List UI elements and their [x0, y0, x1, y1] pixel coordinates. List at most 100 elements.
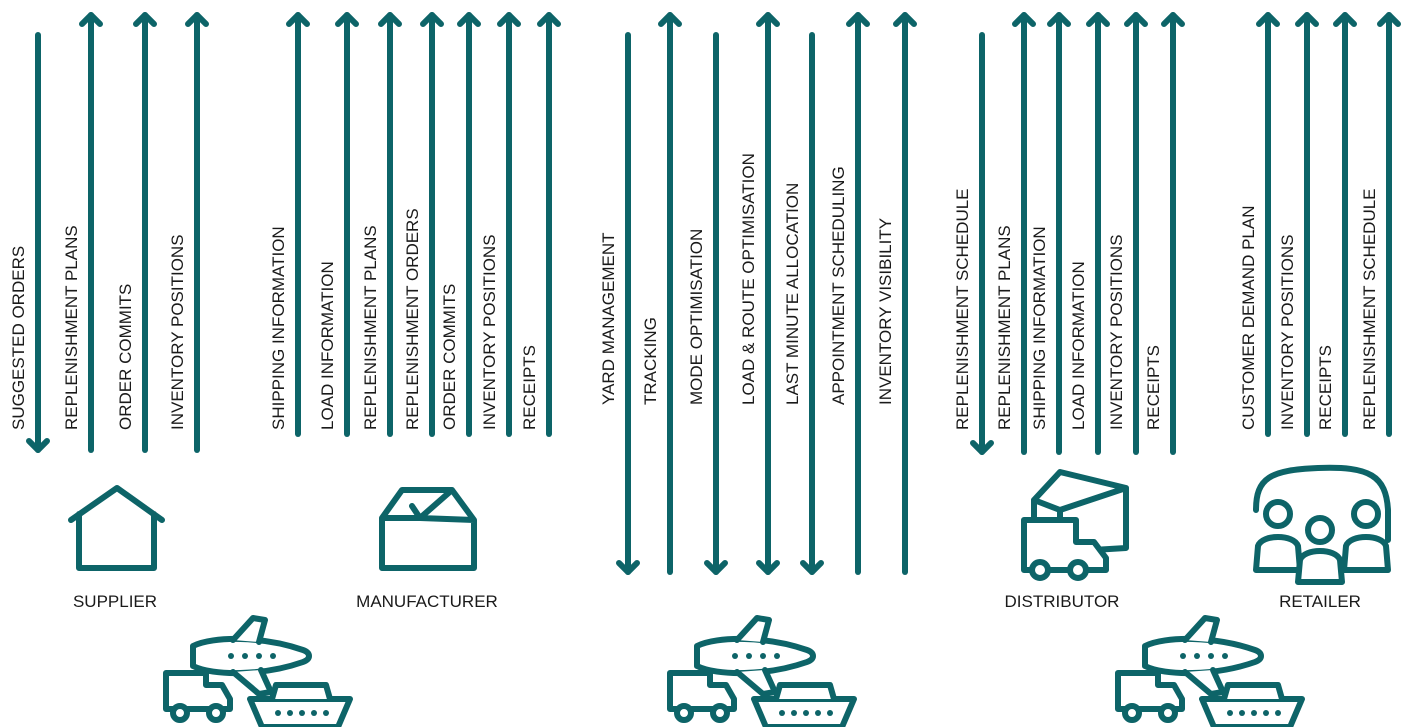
flow-label: INVENTORY POSITIONS — [1278, 234, 1297, 430]
arrow-head-up — [286, 12, 310, 27]
flow-label: ORDER COMMITS — [116, 284, 135, 430]
flow-label: INVENTORY POSITIONS — [168, 234, 187, 430]
flow-label: REPLENISHMENT ORDERS — [403, 208, 422, 430]
flow-arrow: REPLENISHMENT PLANS — [62, 12, 103, 453]
flow-arrow: REPLENISHMENT SCHEDULE — [1360, 12, 1401, 437]
truck-icon — [670, 673, 734, 720]
arrow-head-up — [893, 12, 917, 27]
flow-label: INVENTORY POSITIONS — [480, 234, 499, 430]
arrow-head-up — [420, 12, 444, 27]
flow-label: SUGGESTED ORDERS — [9, 246, 28, 430]
arrow-head-up — [1086, 12, 1110, 27]
arrow-head-down — [704, 560, 728, 575]
flow-arrow: RECEIPTS — [520, 12, 561, 437]
flow-arrow: SUGGESTED ORDERS — [9, 32, 50, 453]
flow-arrow: TRACKING — [641, 12, 682, 575]
flow-arrow: REPLENISHMENT ORDERS — [403, 12, 444, 437]
flow-label: LOAD INFORMATION — [318, 261, 337, 430]
flow-label: INVENTORY POSITIONS — [1107, 234, 1126, 430]
flow-arrow: RECEIPTS — [1316, 12, 1357, 437]
arrow-head-up — [846, 12, 870, 27]
entity-label-distributor: DISTRIBUTOR — [1005, 592, 1120, 611]
arrow-head-up — [497, 12, 521, 27]
arrow-head-up — [537, 12, 561, 27]
entity-label-manufacturer: MANUFACTURER — [356, 592, 498, 611]
arrow-head-up — [1124, 12, 1148, 27]
arrow-head-down — [970, 440, 994, 455]
flow-label: INVENTORY VISIBILITY — [876, 218, 895, 405]
arrow-head-up — [1256, 12, 1280, 27]
flow-label: CUSTOMER DEMAND PLAN — [1239, 206, 1258, 431]
transport-icon-group — [670, 618, 854, 727]
flow-label: ORDER COMMITS — [440, 284, 459, 430]
entity-label-retailer: RETAILER — [1279, 592, 1361, 611]
flow-arrow: LOAD INFORMATION — [1069, 12, 1110, 455]
arrow-head-up — [658, 12, 682, 27]
transport-icon-group — [1118, 618, 1302, 727]
flow-arrow: INVENTORY POSITIONS — [1107, 12, 1148, 455]
flow-label: REPLENISHMENT PLANS — [62, 225, 81, 430]
flow-arrow: LAST MINUTE ALLOCATION — [783, 32, 824, 575]
flow-arrow: LOAD & ROUTE OPTIMISATION — [739, 12, 780, 575]
truck-icon — [1118, 673, 1182, 720]
arrow-head-up — [378, 12, 402, 27]
flow-label: APPOINTMENT SCHEDULING — [829, 166, 848, 405]
transport-icon-group — [166, 618, 350, 727]
flow-label: LOAD & ROUTE OPTIMISATION — [739, 153, 758, 405]
flow-label: SHIPPING INFORMATION — [269, 226, 288, 430]
flow-label: REPLENISHMENT SCHEDULE — [953, 188, 972, 430]
arrow-head-down — [756, 560, 780, 575]
flow-arrow: APPOINTMENT SCHEDULING — [829, 12, 870, 575]
factory-box-icon — [379, 487, 477, 571]
flow-arrow: REPLENISHMENT PLANS — [995, 12, 1036, 455]
flow-arrow: SHIPPING INFORMATION — [269, 12, 310, 437]
flow-label: REPLENISHMENT PLANS — [361, 225, 380, 430]
arrow-head-up — [79, 12, 103, 27]
flow-label: MODE OPTIMISATION — [687, 229, 706, 405]
arrow-head-up — [457, 12, 481, 27]
flow-arrow: INVENTORY VISIBILITY — [876, 12, 917, 575]
arrow-head-up — [1295, 12, 1319, 27]
arrow-head-up — [185, 12, 209, 27]
flow-arrow: LOAD INFORMATION — [318, 12, 359, 437]
flow-arrow: CUSTOMER DEMAND PLAN — [1239, 12, 1280, 437]
flow-label: REPLENISHMENT PLANS — [995, 225, 1014, 430]
arrow-head-up — [133, 12, 157, 27]
arrow-head-up — [1047, 12, 1071, 27]
flow-arrow: REPLENISHMENT SCHEDULE — [953, 32, 994, 455]
flow-label: LOAD INFORMATION — [1069, 261, 1088, 430]
arrow-head-down — [26, 438, 50, 453]
flow-arrow: ORDER COMMITS — [440, 12, 481, 437]
flow-arrow: INVENTORY POSITIONS — [1278, 12, 1319, 437]
flow-arrow: YARD MANAGEMENT — [599, 32, 640, 575]
flow-arrow: INVENTORY POSITIONS — [168, 12, 209, 453]
arrow-head-up — [756, 12, 780, 27]
arrow-head-up — [1161, 12, 1185, 27]
store-customers-icon — [1253, 464, 1391, 585]
flow-arrow: MODE OPTIMISATION — [687, 32, 728, 575]
flow-label: RECEIPTS — [1144, 345, 1163, 430]
arrow-head-up — [1012, 12, 1036, 27]
arrow-head-down — [800, 560, 824, 575]
truck-icon — [166, 673, 230, 720]
flow-arrow: INVENTORY POSITIONS — [480, 12, 521, 437]
flow-label: RECEIPTS — [520, 345, 539, 430]
entity-label-supplier: SUPPLIER — [73, 592, 157, 611]
arrow-head-up — [1377, 12, 1401, 27]
flow-arrow: RECEIPTS — [1144, 12, 1185, 455]
flow-arrow: SHIPPING INFORMATION — [1030, 12, 1071, 455]
arrow-head-down — [616, 560, 640, 575]
warehouse-truck-icon — [1021, 469, 1129, 581]
arrow-head-up — [1333, 12, 1357, 27]
flow-arrow: ORDER COMMITS — [116, 12, 157, 453]
flow-arrow: REPLENISHMENT PLANS — [361, 12, 402, 437]
flow-label: TRACKING — [641, 317, 660, 405]
flow-label: SHIPPING INFORMATION — [1030, 226, 1049, 430]
flow-label: LAST MINUTE ALLOCATION — [783, 183, 802, 405]
arrow-head-up — [335, 12, 359, 27]
flow-label: YARD MANAGEMENT — [599, 232, 618, 405]
flow-label: RECEIPTS — [1316, 345, 1335, 430]
house-icon — [68, 485, 165, 571]
flow-label: REPLENISHMENT SCHEDULE — [1360, 188, 1379, 430]
